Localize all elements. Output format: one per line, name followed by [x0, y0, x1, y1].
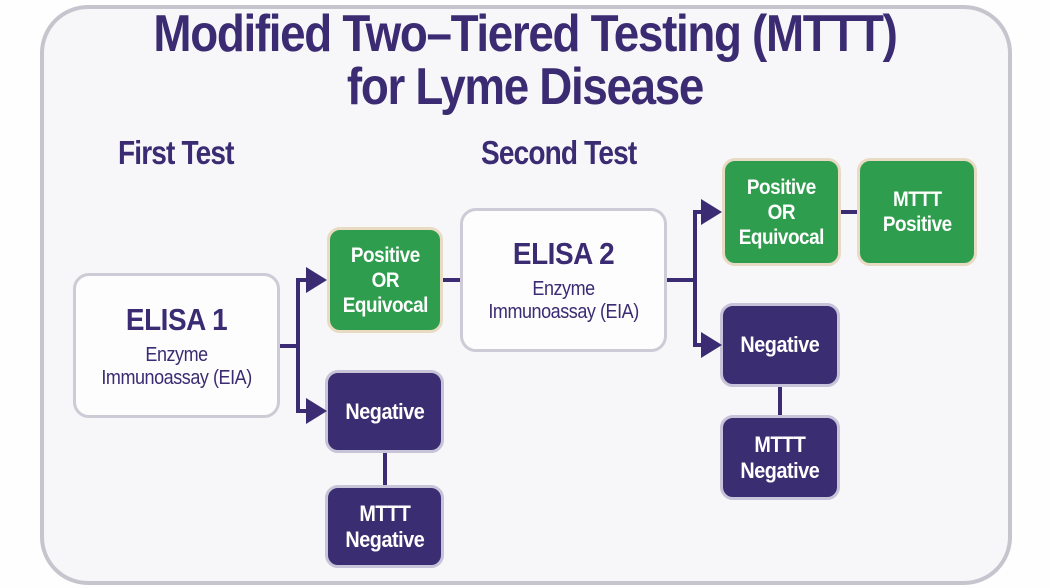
node-elisa1-text: ELISA 1 Enzyme Immunoassay (EIA): [101, 301, 252, 390]
node-elisa2-title: ELISA 2: [512, 236, 615, 271]
node-mttt-positive: MTTT Positive: [857, 158, 977, 266]
tier2-positive-line1: Positive: [747, 175, 816, 199]
column-label-second-test: Second Test: [481, 134, 637, 171]
connector-branch1-vertical: [296, 278, 300, 413]
tier1-mttt-negative-line2: Negative: [345, 526, 424, 552]
node-tier1-positive-text: Positive OR Equivocal: [342, 243, 428, 318]
tier1-positive-line2: OR: [371, 268, 399, 292]
mttt-positive-line2: Positive: [882, 213, 952, 236]
connector-elisa2-output: [667, 278, 697, 282]
connector-branch1-negative-stub: [296, 409, 308, 413]
page-title: Modified Two–Tiered Testing (MTTT)for Ly…: [63, 8, 987, 114]
node-tier1-mttt-negative: MTTT Negative: [325, 485, 444, 568]
node-tier1-negative: Negative: [325, 370, 444, 453]
node-tier2-mttt-negative-text: MTTT Negative: [741, 432, 820, 484]
connector-branch2-positive-stub: [693, 210, 703, 214]
node-elisa1: ELISA 1 Enzyme Immunoassay (EIA): [73, 273, 280, 418]
arrowhead-tier1-positive-icon: [306, 267, 327, 293]
page-title-line1: Modified Two–Tiered Testing (MTTT): [153, 5, 897, 63]
node-tier1-negative-text: Negative: [345, 399, 424, 425]
connector-branch1-positive-stub: [296, 278, 308, 282]
arrowhead-tier2-positive-icon: [701, 199, 722, 225]
node-tier2-negative-text: Negative: [741, 332, 820, 358]
column-label-first-test: First Test: [118, 134, 235, 171]
node-tier2-positive-or-equivocal: Positive OR Equivocal: [722, 158, 841, 266]
tier2-negative-label: Negative: [740, 332, 820, 357]
node-elisa1-title: ELISA 1: [125, 301, 228, 337]
arrowhead-tier1-negative-icon: [306, 398, 327, 424]
node-mttt-positive-text: MTTT Positive: [883, 187, 952, 237]
connector-elisa1-output: [280, 344, 298, 348]
node-elisa2-text: ELISA 2 Enzyme Immunoassay (EIA): [488, 236, 639, 324]
tier1-mttt-negative-line1: MTTT: [359, 500, 410, 526]
node-elisa2-detail-line1: Enzyme: [532, 278, 595, 300]
tier2-mttt-negative-line2: Negative: [740, 457, 820, 483]
tier2-mttt-negative-line1: MTTT: [754, 431, 806, 457]
tier2-positive-line3: Equivocal: [738, 225, 825, 249]
tier1-positive-line1: Positive: [350, 243, 420, 267]
connector-negative2-to-mttt-negative: [778, 387, 782, 415]
node-tier2-positive-text: Positive OR Equivocal: [738, 175, 825, 250]
node-tier1-mttt-negative-text: MTTT Negative: [345, 501, 424, 553]
tier1-positive-line3: Equivocal: [342, 293, 428, 317]
connector-positive2-to-mttt-positive: [841, 210, 857, 214]
arrowhead-tier2-negative-icon: [701, 332, 722, 358]
connector-branch2-negative-stub: [693, 343, 703, 347]
node-elisa1-detail-line2: Immunoassay (EIA): [101, 366, 252, 389]
tier2-positive-line2: OR: [767, 200, 796, 224]
node-elisa1-detail-line1: Enzyme: [145, 343, 208, 366]
node-elisa2-detail-line2: Immunoassay (EIA): [488, 301, 639, 323]
node-tier2-mttt-negative: MTTT Negative: [720, 415, 840, 500]
mttt-positive-line1: MTTT: [892, 188, 942, 211]
node-tier1-positive-or-equivocal: Positive OR Equivocal: [327, 227, 443, 333]
connector-branch2-vertical: [693, 210, 697, 345]
node-elisa2: ELISA 2 Enzyme Immunoassay (EIA): [460, 208, 667, 352]
connector-positive1-to-elisa2: [443, 278, 460, 282]
node-tier2-negative: Negative: [720, 303, 840, 387]
tier1-negative-label: Negative: [345, 398, 424, 424]
page-title-line2: for Lyme Disease: [346, 58, 704, 116]
connector-negative1-to-mttt-negative: [383, 453, 387, 485]
